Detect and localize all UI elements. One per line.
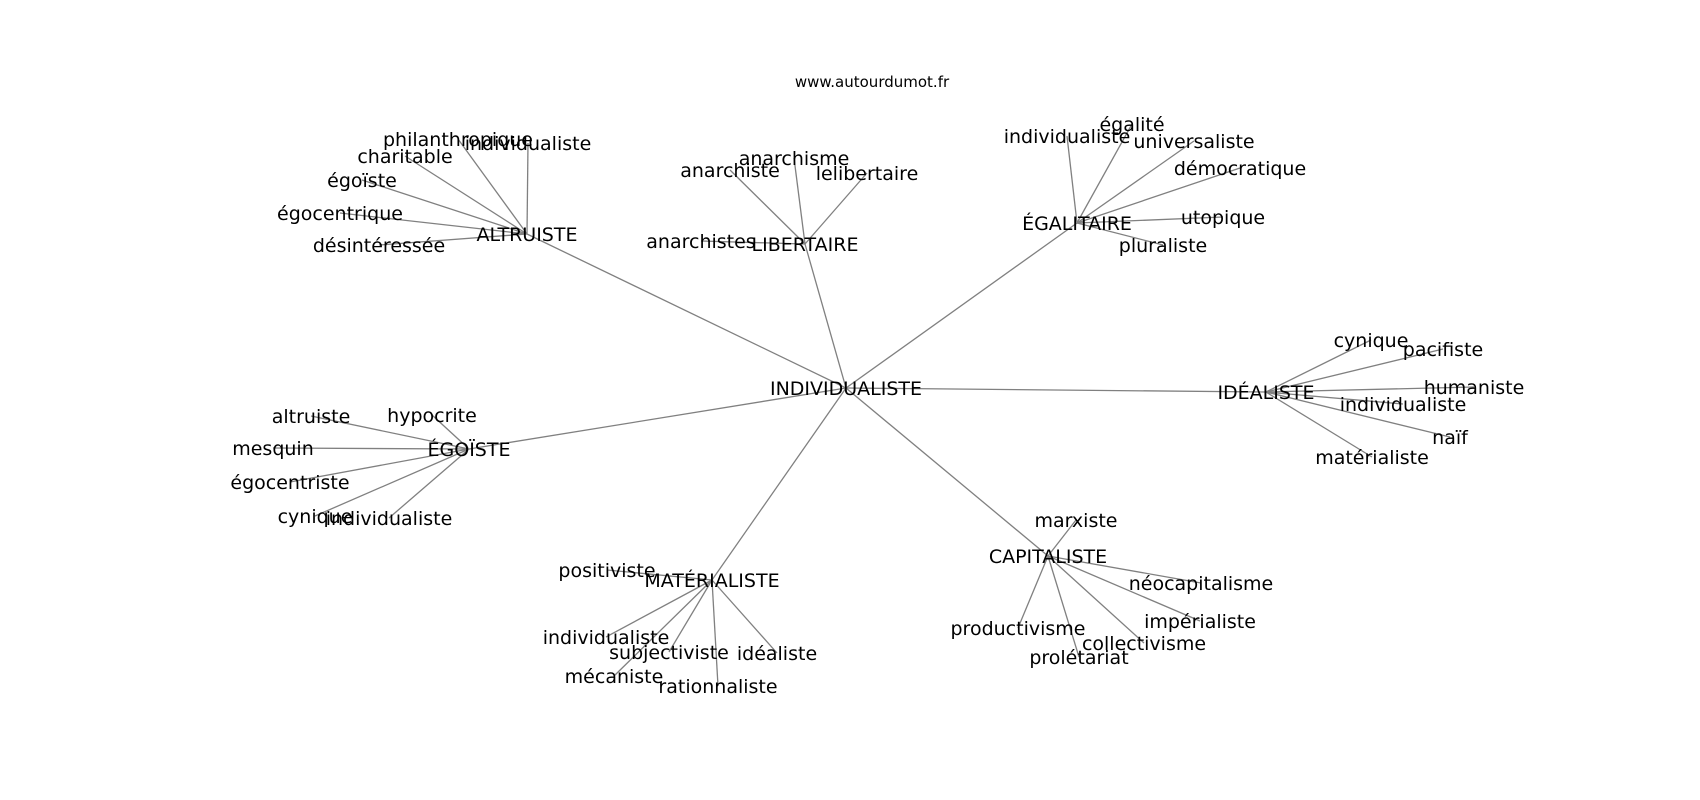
leaf-node-cynique: cynique bbox=[278, 506, 353, 528]
edge-altruiste-egoiste bbox=[361, 179, 528, 235]
source-url: www.autourdumot.fr bbox=[795, 73, 950, 91]
leaf-node-individualiste: individualiste bbox=[326, 508, 453, 530]
edge-materialiste-rationnaliste bbox=[711, 579, 719, 687]
edge-egalitaire-utopique bbox=[1076, 216, 1224, 224]
leaf-node-altruiste: altruiste bbox=[272, 406, 351, 428]
leaf-node-philanthropique: philanthropique bbox=[383, 129, 533, 151]
hub-node-materialiste: MATÉRIALISTE bbox=[644, 569, 779, 592]
hub-node-altruiste: ALTRUISTE bbox=[477, 224, 578, 246]
edge-capitaliste-imperialiste bbox=[1047, 555, 1201, 622]
leaf-node-collectivisme: collectivisme bbox=[1082, 633, 1206, 655]
edge-idealiste-materialiste bbox=[1265, 391, 1373, 458]
edge-center-idealiste bbox=[845, 387, 1267, 393]
leaf-node-humaniste: humaniste bbox=[1424, 377, 1525, 399]
leaf-node-anarchistes: anarchistes bbox=[646, 231, 755, 253]
edge-center-altruiste bbox=[526, 233, 847, 389]
edge-center-materialiste bbox=[711, 387, 847, 581]
leaf-node-individualiste: individualiste bbox=[465, 133, 592, 155]
edge-materialiste-idealiste bbox=[711, 579, 778, 654]
edge-center-libertaire bbox=[804, 243, 847, 389]
leaf-node-egoiste: égoïste bbox=[327, 170, 397, 192]
leaf-node-marxiste: marxiste bbox=[1034, 510, 1117, 532]
leaf-node-cynique: cynique bbox=[1334, 330, 1409, 352]
edge-idealiste-cynique bbox=[1265, 339, 1372, 393]
edge-altruiste-individualiste bbox=[526, 142, 529, 235]
leaf-node-positiviste: positiviste bbox=[558, 560, 655, 582]
leaf-node-mecaniste: mécaniste bbox=[565, 666, 664, 688]
edge-libertaire-anarchiste bbox=[729, 169, 806, 245]
leaf-node-hypocrite: hypocrite bbox=[387, 405, 477, 427]
hub-node-egoiste: ÉGOÏSTE bbox=[428, 438, 511, 461]
edge-capitaliste-productivisme bbox=[1017, 555, 1049, 629]
leaf-node-productivisme: productivisme bbox=[951, 618, 1086, 640]
leaf-node-mesquin: mesquin bbox=[232, 438, 314, 460]
edge-center-egoiste bbox=[468, 387, 847, 450]
leaf-node-proletariat: prolétariat bbox=[1029, 647, 1128, 669]
leaf-node-individualiste: individualiste bbox=[543, 627, 670, 649]
edge-egoiste-altruiste bbox=[310, 415, 470, 450]
edge-egalitaire-democratique bbox=[1076, 167, 1241, 224]
edge-center-egalitaire bbox=[845, 222, 1078, 389]
leaf-node-subjectiviste: subjectiviste bbox=[609, 642, 729, 664]
edge-idealiste-individualiste bbox=[1265, 391, 1404, 405]
center-node-label: INDIVIDUALISTE bbox=[770, 378, 922, 400]
edge-capitaliste-neocapitalisme bbox=[1047, 555, 1202, 584]
edge-egoiste-cynique bbox=[314, 448, 470, 517]
edge-center-capitaliste bbox=[845, 387, 1049, 557]
edge-idealiste-humaniste bbox=[1265, 386, 1475, 393]
edge-libertaire-anarchistes bbox=[700, 240, 806, 245]
edge-egoiste-individualiste bbox=[388, 448, 470, 519]
leaf-node-pluraliste: pluraliste bbox=[1119, 235, 1207, 257]
edge-egalitaire-universaliste bbox=[1076, 140, 1195, 224]
edge-egalitaire-individualiste bbox=[1066, 135, 1078, 224]
hub-node-idealiste: IDÉALISTE bbox=[1217, 381, 1314, 404]
edge-altruiste-egocentrique bbox=[339, 212, 528, 235]
edge-materialiste-mecaniste bbox=[613, 579, 713, 677]
hub-node-libertaire: LIBERTAIRE bbox=[752, 234, 859, 256]
leaf-node-charitable: charitable bbox=[357, 146, 452, 168]
edge-layer bbox=[272, 123, 1475, 687]
edge-egalitaire-pluraliste bbox=[1076, 222, 1164, 246]
leaf-node-anarchisme: anarchisme bbox=[739, 148, 850, 170]
leaf-node-rationnaliste: rationnaliste bbox=[658, 676, 777, 698]
leaf-node-egocentrique: égocentrique bbox=[277, 203, 403, 225]
edge-capitaliste-marxiste bbox=[1047, 519, 1077, 557]
edge-idealiste-pacifiste bbox=[1265, 348, 1444, 393]
edge-capitaliste-proletariat bbox=[1047, 555, 1080, 658]
leaf-node-lelibertaire: lelibertaire bbox=[816, 163, 919, 185]
leaf-node-imperialiste: impérialiste bbox=[1144, 611, 1256, 633]
leaf-node-individualiste: individualiste bbox=[1340, 394, 1467, 416]
leaf-node-materialiste: matérialiste bbox=[1315, 447, 1429, 469]
edge-materialiste-individualiste bbox=[605, 579, 713, 638]
leaf-node-desinteressee: désintéressée bbox=[313, 235, 445, 257]
edge-libertaire-anarchisme bbox=[793, 157, 806, 245]
edge-altruiste-charitable bbox=[404, 155, 528, 235]
edge-capitaliste-collectivisme bbox=[1047, 555, 1145, 644]
leaf-node-anarchiste: anarchiste bbox=[680, 160, 780, 182]
edge-idealiste-naif bbox=[1265, 391, 1451, 438]
edge-materialiste-subjectiviste bbox=[668, 579, 713, 653]
edge-egoiste-egocentriste bbox=[289, 448, 470, 483]
leaf-node-universaliste: universaliste bbox=[1133, 131, 1254, 153]
edge-altruiste-philanthropique bbox=[457, 138, 528, 235]
hub-node-egalitaire: ÉGALITAIRE bbox=[1022, 212, 1132, 235]
edge-egoiste-mesquin bbox=[272, 447, 470, 450]
edge-egalitaire-egalite bbox=[1076, 123, 1133, 224]
leaf-node-neocapitalisme: néocapitalisme bbox=[1129, 573, 1274, 595]
edge-egoiste-hypocrite bbox=[431, 414, 470, 450]
label-layer: INDIVIDUALISTEALTRUISTEphilanthropiquein… bbox=[230, 114, 1524, 698]
leaf-node-utopique: utopique bbox=[1181, 207, 1265, 229]
edge-materialiste-positiviste bbox=[606, 569, 713, 581]
leaf-node-naif: naïf bbox=[1432, 427, 1469, 449]
leaf-node-individualiste: individualiste bbox=[1004, 126, 1131, 148]
leaf-node-egocentriste: égocentriste bbox=[230, 472, 349, 494]
edge-libertaire-lelibertaire bbox=[804, 172, 868, 245]
edge-altruiste-desinteressee bbox=[378, 233, 528, 246]
leaf-node-idealiste: idéaliste bbox=[737, 643, 817, 665]
leaf-node-democratique: démocratique bbox=[1174, 158, 1306, 180]
hub-node-capitaliste: CAPITALISTE bbox=[989, 546, 1107, 568]
leaf-node-pacifiste: pacifiste bbox=[1403, 339, 1483, 361]
leaf-node-egalite: égalité bbox=[1099, 114, 1164, 136]
